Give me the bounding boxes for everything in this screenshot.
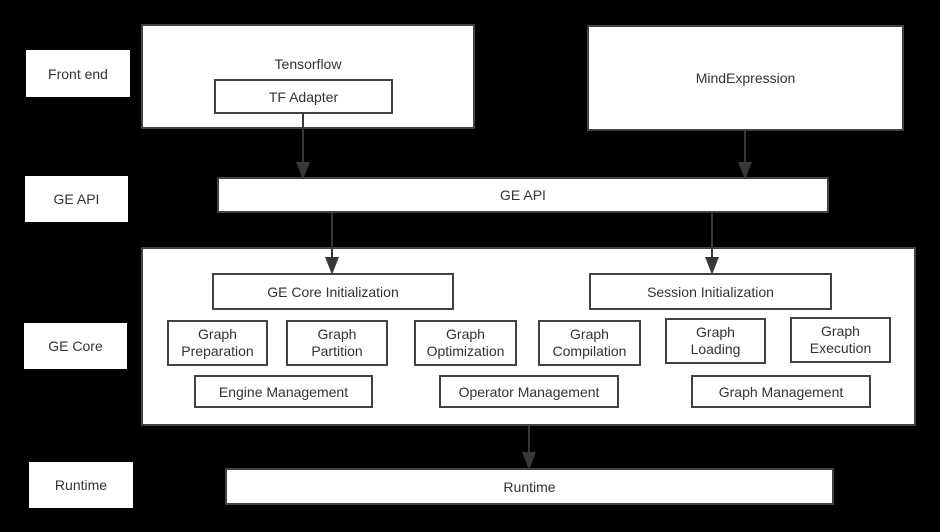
graph-partition-line2: Partition: [311, 343, 363, 359]
graph-execution-line1: Graph: [821, 323, 860, 339]
graph-compilation-line2: Compilation: [552, 343, 627, 359]
runtime-bar: Runtime: [225, 468, 834, 505]
graph-management-box: Graph Management: [691, 375, 871, 408]
graph-optimization-line2: Optimization: [426, 343, 505, 359]
graph-optimization-line1: Graph: [446, 326, 485, 342]
session-initialization-box: Session Initialization: [589, 273, 832, 310]
ge-core-initialization-box: GE Core Initialization: [212, 273, 454, 310]
graph-loading-line2: Loading: [690, 341, 741, 357]
tensorflow-box: Tensorflow TF Adapter: [141, 24, 475, 129]
lane-label-ge-api: GE API: [25, 176, 128, 222]
ge-api-bar: GE API: [217, 177, 829, 213]
operator-management-box: Operator Management: [439, 375, 619, 408]
ge-core-box: GE Core Initialization Session Initializ…: [141, 247, 916, 426]
engine-management-box: Engine Management: [194, 375, 373, 408]
graph-loading-line1: Graph: [696, 324, 735, 340]
graph-optimization-box: Graph Optimization: [414, 320, 517, 366]
lane-label-ge-core: GE Core: [24, 323, 127, 369]
graph-compilation-line1: Graph: [570, 326, 609, 342]
graph-execution-box: Graph Execution: [790, 317, 891, 363]
graph-loading-box: Graph Loading: [665, 318, 766, 364]
graph-compilation-box: Graph Compilation: [538, 320, 641, 366]
tf-adapter-box: TF Adapter: [214, 79, 393, 114]
arrow-gecore-to-runtime: [522, 426, 536, 470]
mindexpression-box: MindExpression: [587, 25, 904, 131]
lane-label-front-end: Front end: [26, 50, 130, 97]
graph-execution-line2: Execution: [809, 340, 872, 356]
graph-preparation-line1: Graph: [198, 326, 237, 342]
lane-label-runtime: Runtime: [29, 462, 133, 508]
graph-preparation-box: Graph Preparation: [167, 320, 268, 366]
graph-preparation-line2: Preparation: [181, 343, 254, 359]
arrow-mindexpression-to-geapi: [738, 131, 752, 180]
tensorflow-label: Tensorflow: [274, 56, 342, 72]
graph-partition-box: Graph Partition: [286, 320, 388, 366]
graph-partition-line1: Graph: [317, 326, 357, 342]
